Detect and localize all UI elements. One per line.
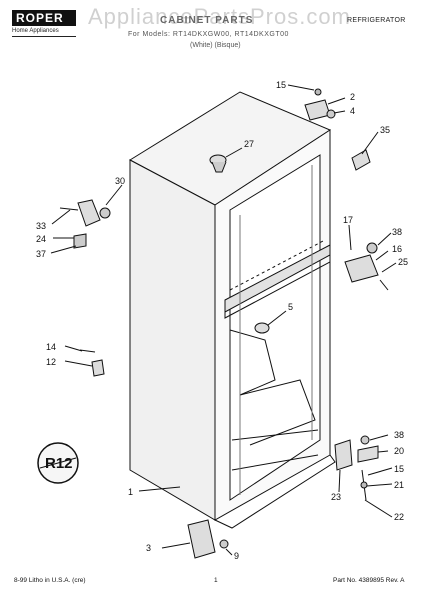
callout-37: 37 [36, 249, 46, 259]
callout-9: 9 [234, 551, 239, 561]
callout-16: 16 [392, 244, 402, 254]
footer-part-number: Part No. 4389895 Rev. A [333, 577, 405, 584]
callout-21: 21 [394, 480, 404, 490]
footer-litho: 8-99 Litho in U.S.A. (cre) [14, 577, 86, 584]
color-codes: (White) (Bisque) [190, 42, 241, 49]
svg-text:R12: R12 [45, 455, 73, 472]
callout-4: 4 [350, 106, 355, 116]
callout-30: 30 [115, 176, 125, 186]
callout-20: 20 [394, 446, 404, 456]
footer-page-number: 1 [214, 577, 218, 584]
callout-38-bottom: 38 [394, 430, 404, 440]
callout-23: 23 [331, 492, 341, 502]
model-numbers: For Models: RT14DKXGW00, RT14DKXGT00 [128, 31, 289, 38]
callout-15-bottom: 15 [394, 464, 404, 474]
callout-5: 5 [288, 302, 293, 312]
callout-24: 24 [36, 234, 46, 244]
callout-25: 25 [398, 257, 408, 267]
header-rule [12, 36, 76, 37]
callout-3: 3 [146, 543, 151, 553]
watermark: AppliancePartsPros.com [88, 4, 351, 29]
callout-22: 22 [394, 512, 404, 522]
brand-subtitle: Home Appliances [12, 28, 59, 34]
callout-labels: 15 2 4 35 27 30 33 24 37 17 38 16 25 5 1… [36, 80, 408, 561]
callout-2: 2 [350, 92, 355, 102]
brand-logo: ROPER [12, 10, 76, 26]
callout-27: 27 [244, 139, 254, 149]
callout-15-top: 15 [276, 80, 286, 90]
callout-33: 33 [36, 221, 46, 231]
callout-35: 35 [380, 125, 390, 135]
appliance-category: REFRIGERATOR [347, 17, 406, 24]
callout-38-right: 38 [392, 227, 402, 237]
callout-12: 12 [46, 357, 56, 367]
callout-1: 1 [128, 487, 133, 497]
callout-17: 17 [343, 215, 353, 225]
page-title: CABINET PARTS [160, 15, 254, 26]
callout-14: 14 [46, 342, 56, 352]
